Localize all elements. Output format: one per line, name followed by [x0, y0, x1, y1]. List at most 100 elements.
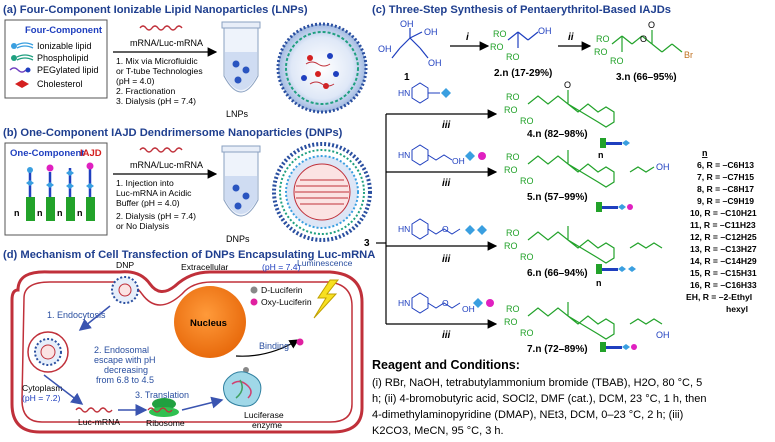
- compound-1-label: 1: [404, 72, 410, 83]
- r-group-item: 9, R = –C9H19: [697, 196, 754, 206]
- ro-label: RO: [490, 42, 504, 52]
- ribosome-label: Ribosome: [146, 418, 185, 428]
- r-group-list: 6, R = –C6H13 7, R = –C7H15 8, R = –C8H1…: [686, 160, 757, 314]
- product-6: RO RO RO 6.n (66–94%) n: [504, 226, 663, 288]
- compound-1-structure: [391, 28, 429, 59]
- cytoplasm-ph: (pH = 7.2): [22, 393, 61, 403]
- product-7: RO RO RO OH 7.n (72–89%): [504, 302, 670, 355]
- compound-3-structure: [611, 30, 683, 53]
- phospholipid-icon: [11, 54, 34, 61]
- conditions-line-1: (i) RBr, NaOH, tetrabutylammonium bromid…: [372, 377, 702, 389]
- cell-membrane: [10, 270, 364, 434]
- ionizable-lipid-icon: [11, 42, 34, 49]
- panel-a-step-1b: or T-tube Technologies: [116, 66, 203, 76]
- ro-label: RO: [594, 47, 608, 57]
- step-ii-label: ii: [568, 32, 574, 43]
- ro-label: RO: [504, 241, 518, 251]
- product-7-label: 7.n (72–89%): [527, 344, 588, 355]
- panel-a-mrna: mRNA/Luc-mRNA: [130, 38, 203, 48]
- ro-label: RO: [506, 304, 520, 314]
- step-escape-1: 2. Endosomal: [94, 345, 149, 355]
- lnp-tube-icon: [221, 21, 261, 93]
- step-escape-3: decreasing: [104, 365, 148, 375]
- n-label: n: [77, 208, 83, 218]
- step-iii-label: iii: [442, 254, 451, 265]
- step-endocytosis: 1. Endocytosis: [47, 310, 106, 320]
- panel-b-step-1b: Luc-mRNA in Acidic: [116, 188, 192, 198]
- ro-label: RO: [506, 152, 520, 162]
- panel-a-title: (a) Four-Component Ionizable Lipid Nanop…: [3, 4, 308, 16]
- iajd-box-title: One-Component: [10, 148, 85, 159]
- conditions: Reagent and Conditions: (i) RBr, NaOH, t…: [372, 358, 707, 437]
- iajd-box: [4, 142, 108, 236]
- panel-c: (c) Three-Step Synthesis of Pentaerythri…: [364, 4, 757, 355]
- conditions-title: Reagent and Conditions:: [372, 358, 520, 372]
- iajd-molecule-icon: [26, 167, 35, 221]
- panel-a-step-1: 1. Mix via Microfluidic: [116, 56, 198, 66]
- o-label: O: [640, 34, 647, 44]
- o-label: O: [564, 80, 571, 90]
- n-label: n: [598, 150, 604, 160]
- binding-label: Binding: [259, 341, 289, 351]
- oh-label: OH: [656, 162, 670, 172]
- nucleus-icon: [174, 286, 246, 358]
- branch-label: 3: [364, 238, 370, 249]
- r-group-item: 6, R = –C6H13: [697, 160, 754, 170]
- step-iii-label: iii: [442, 120, 451, 131]
- panel-d: (d) Mechanism of Cell Transfection of DN…: [3, 249, 375, 434]
- endocytosis-arrow: [78, 305, 111, 331]
- hn-label: HN: [398, 88, 410, 98]
- mrna-wave-icon: [139, 147, 183, 153]
- mrna-wave-icon: [139, 25, 183, 31]
- hn-label: HN: [398, 298, 410, 308]
- ro-label: RO: [504, 317, 518, 327]
- lightning-icon: [313, 279, 340, 319]
- iajd-molecule-icon: [66, 168, 75, 221]
- iajd-molecule-icon: [46, 164, 55, 221]
- peg-lipid-icon: [9, 67, 31, 73]
- dnp-tube-icon: [221, 145, 261, 217]
- legend-peg: PEGylated lipid: [37, 65, 99, 75]
- panel-b-step-2: 2. Dialysis (pH = 7.4): [116, 211, 196, 221]
- ro-label: RO: [520, 116, 534, 126]
- lnp-label: LNPs: [226, 109, 249, 119]
- r-group-item: 7, R = –C7H15: [697, 172, 754, 182]
- panel-d-title: (d) Mechanism of Cell Transfection of DN…: [3, 249, 375, 261]
- d-luciferin-icon: [250, 286, 258, 294]
- r-group-item: 13, R = –C13H27: [690, 244, 757, 254]
- cholesterol-icon: [15, 80, 29, 88]
- panel-a: (a) Four-Component Ionizable Lipid Nanop…: [3, 4, 368, 119]
- r-group-item: 14, R = –C14H29: [690, 256, 757, 266]
- br-label: Br: [684, 50, 693, 60]
- n-label: n: [37, 208, 43, 218]
- oh-label: OH: [400, 19, 414, 29]
- ro-label: RO: [520, 252, 534, 262]
- dnp-core-icon: [118, 283, 132, 297]
- panel-b-mrna: mRNA/Luc-mRNA: [130, 160, 203, 170]
- panel-c-title: (c) Three-Step Synthesis of Pentaerythri…: [372, 4, 671, 16]
- product-5-label: 5.n (57–99%): [527, 192, 588, 203]
- step-iii-label: iii: [442, 330, 451, 341]
- cytoplasm-label: Cytoplasm: [22, 383, 63, 393]
- iajd-molecule-icon: [86, 162, 95, 221]
- oh-label: OH: [538, 26, 552, 36]
- oxy-luciferin-label: Oxy-Luciferin: [261, 297, 312, 307]
- lnp-particle-icon: [276, 22, 368, 114]
- legend-ionizable: Ionizable lipid: [37, 41, 92, 51]
- conditions-line-2: h; (ii) 4-bromobutyric acid, SOCl2, DMF …: [372, 393, 707, 405]
- legend-phospholipid: Phospholipid: [37, 53, 89, 63]
- compound-2-structure: [507, 31, 539, 48]
- translation-label: 3. Translation: [135, 390, 189, 400]
- oh-label: OH: [424, 27, 438, 37]
- legend-title: Four-Component: [25, 25, 103, 36]
- ro-label: RO: [610, 56, 624, 66]
- oh-label: OH: [428, 58, 442, 68]
- panel-b-step-2b: or No Dialysis: [116, 221, 169, 231]
- oh-label: OH: [462, 304, 475, 314]
- step-i-label: i: [466, 32, 469, 43]
- oh-label: OH: [656, 330, 670, 340]
- ro-label: RO: [504, 105, 518, 115]
- step-escape-2: escape with pH: [94, 355, 156, 365]
- ro-label: RO: [506, 92, 520, 102]
- n-label: n: [596, 278, 602, 288]
